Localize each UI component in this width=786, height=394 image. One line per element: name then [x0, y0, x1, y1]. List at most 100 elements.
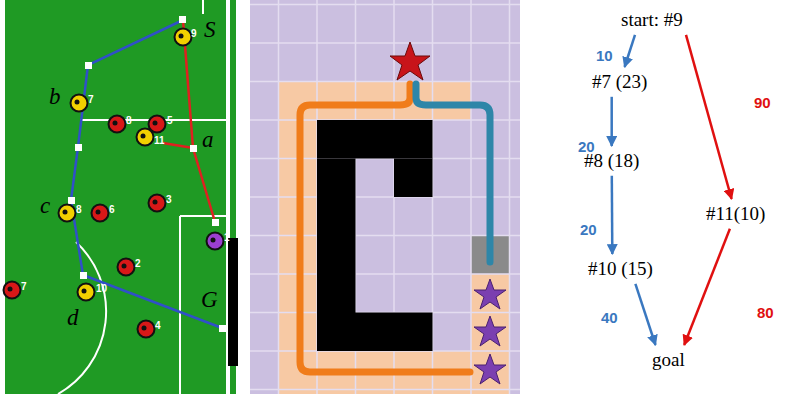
search-node: goal — [649, 348, 688, 372]
player-dot-part — [113, 121, 118, 126]
edge-cost: 80 — [757, 305, 774, 322]
player-number: 9 — [191, 28, 197, 39]
search-arrow — [625, 35, 635, 67]
soccer-field — [5, 0, 238, 394]
grid-maze-part-part — [250, 273, 520, 275]
route-vertex-part — [68, 197, 75, 204]
search-node: start: #9 — [618, 8, 686, 32]
grid-maze-part-part — [250, 389, 520, 391]
grid-maze-part — [317, 120, 433, 351]
grid-maze-part — [474, 279, 506, 309]
node-text: #10 (15) — [588, 258, 653, 280]
search-arrow — [635, 284, 655, 345]
player-dot-part — [63, 210, 68, 215]
player-dot-part — [75, 100, 80, 105]
player-part — [118, 259, 135, 276]
player-dot-part — [96, 210, 101, 215]
grid-maze-part-part — [394, 159, 433, 198]
player-part — [175, 29, 192, 46]
grid-maze-part-part — [250, 4, 520, 6]
grid-maze-part — [474, 354, 506, 384]
player-dot — [8, 34, 216, 331]
grid-maze-part — [390, 42, 430, 80]
player-number: 11 — [154, 135, 165, 146]
soccer-field-part — [202, 0, 204, 14]
grid-maze-part-part — [250, 42, 520, 44]
point-letter: d — [67, 305, 79, 330]
player-part — [78, 284, 95, 301]
search-arrow — [684, 229, 730, 345]
player-part — [4, 282, 21, 299]
grid-maze — [250, 0, 520, 394]
point-letter: c — [40, 193, 50, 218]
search-node: #10 (15) — [585, 257, 656, 281]
player-part — [207, 233, 224, 250]
search-node: #11(10) — [703, 202, 768, 226]
player-number: 8 — [126, 115, 132, 126]
player-dot-part — [153, 121, 158, 126]
route-vertex-part — [190, 145, 197, 152]
search-node: #7 (23) — [589, 70, 650, 94]
edge-cost: 90 — [754, 95, 771, 112]
grid-maze-part — [279, 82, 472, 121]
player-number: 7 — [88, 94, 94, 105]
grid-maze-part — [471, 274, 510, 394]
player-part — [138, 321, 155, 338]
player-number: 1 — [224, 232, 230, 243]
route-vertex-part — [85, 62, 92, 69]
player-number: 4 — [155, 320, 161, 331]
grid-maze-part — [416, 84, 490, 262]
search-arrow — [686, 35, 732, 199]
player-part — [109, 116, 126, 133]
edge-cost: 20 — [580, 222, 597, 239]
node-text: #7 (23) — [592, 71, 647, 93]
player-dot-part — [142, 326, 147, 331]
edge-cost: 10 — [596, 48, 613, 65]
route-vertex-part — [179, 16, 186, 23]
grid-maze-part-part — [250, 196, 520, 198]
player-dot-part — [211, 238, 216, 243]
player-part — [71, 95, 88, 112]
player-dot-part — [8, 287, 13, 292]
pass-route-part — [193, 148, 215, 222]
player-part — [149, 195, 166, 212]
point-letter: b — [49, 84, 61, 109]
soccer-field-part — [179, 216, 181, 394]
player-number: 6 — [109, 204, 115, 215]
route-vertex-part — [219, 325, 226, 332]
pass-route — [71, 20, 222, 328]
edge-cost: 40 — [601, 310, 618, 327]
player-number: 3 — [166, 194, 172, 205]
grid-maze-part-part — [317, 313, 433, 352]
edge-cost: 20 — [578, 139, 595, 156]
pass-route-part — [71, 20, 222, 328]
soccer-field-part — [228, 238, 238, 366]
soccer-field-part — [180, 215, 228, 217]
player — [4, 29, 224, 338]
player-part — [92, 205, 109, 222]
player-part — [59, 205, 76, 222]
point-letter: S — [204, 17, 216, 42]
grid-maze-part — [250, 0, 520, 394]
grid-maze-part-part — [250, 81, 520, 83]
player-dot-part — [141, 134, 146, 139]
search-arrow — [611, 176, 614, 254]
grid-maze-part — [474, 316, 506, 346]
player-dot-part — [179, 34, 184, 39]
route-vertex-part — [80, 272, 87, 279]
player-number: 5 — [167, 115, 173, 126]
soccer-field-part — [5, 0, 236, 394]
route-vertex-part — [75, 144, 82, 151]
grid-maze-part-part — [317, 120, 433, 159]
player-number: 8 — [76, 204, 82, 215]
player-dot-part — [153, 200, 158, 205]
player-number: 7 — [21, 281, 27, 292]
search-arrow — [610, 97, 613, 146]
point-letter: G — [201, 287, 218, 312]
player-dot-part — [82, 289, 87, 294]
node-text: start: #9 — [621, 9, 683, 31]
grid-maze-part-part — [250, 235, 520, 237]
